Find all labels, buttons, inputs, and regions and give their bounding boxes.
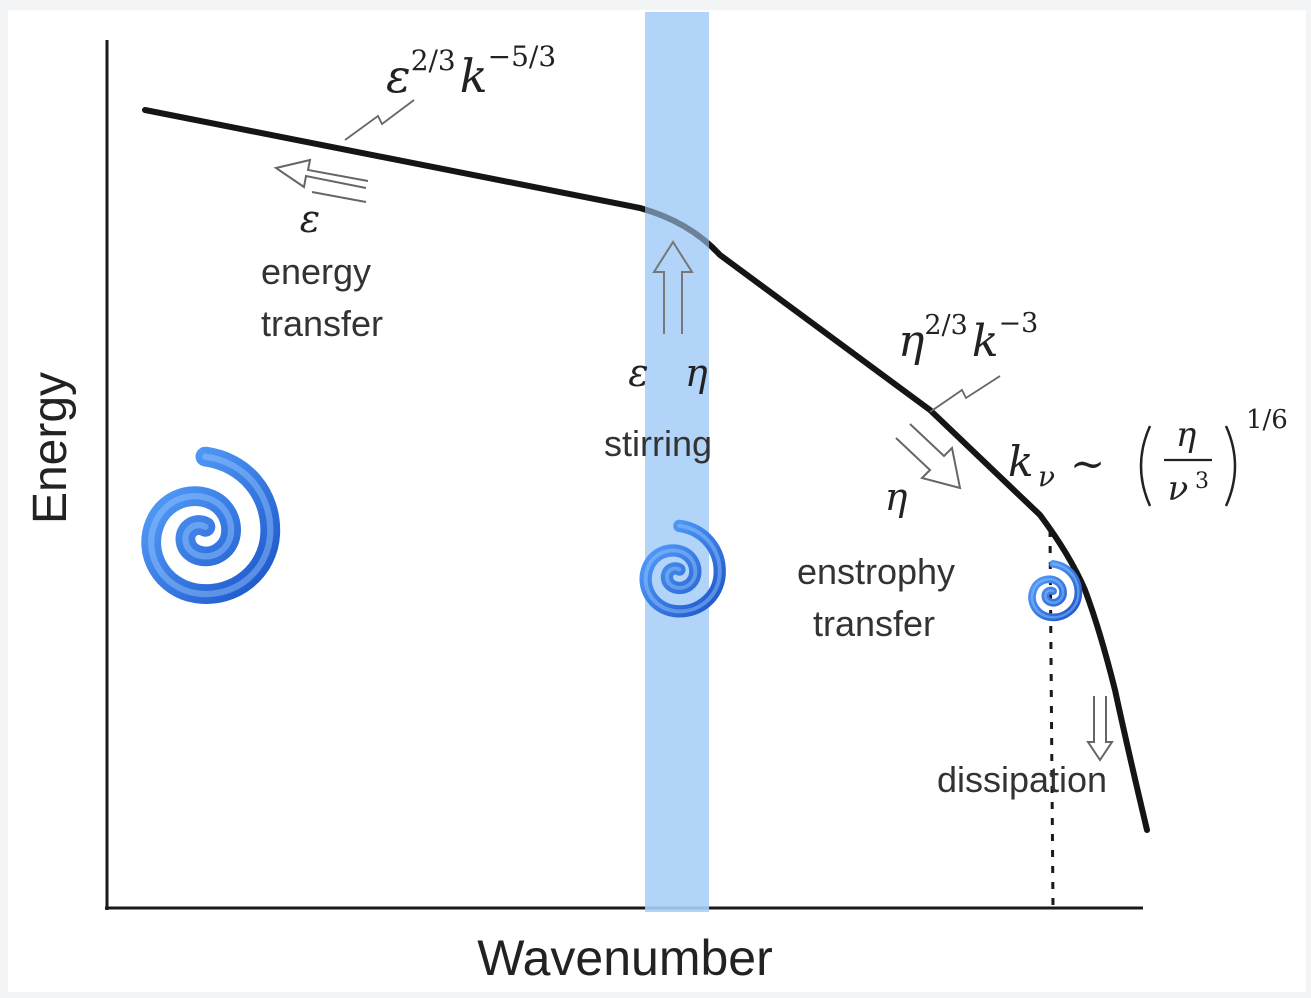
x-axis-label: Wavenumber [477, 930, 772, 986]
enstrophy-spectrum-leader [929, 375, 1001, 413]
svg-text:ν: ν [1038, 460, 1055, 493]
stirring-arrow [652, 240, 694, 334]
energy-spectrum-formula: ε2/3k−5/3 [386, 40, 556, 103]
energy-transfer-arrow [273, 158, 369, 203]
energy-transfer-label-line1: energy [261, 251, 371, 292]
enstrophy-transfer-arrow [895, 423, 962, 490]
energy-flux-symbol: ε [300, 197, 320, 241]
svg-text:∼: ∼ [1070, 439, 1105, 488]
enstrophy-spectrum-formula: η2/3k−3 [898, 308, 1038, 367]
svg-text:k: k [1008, 437, 1033, 486]
stirring-band [645, 12, 709, 912]
enstrophy-transfer-label-line2: transfer [813, 603, 935, 644]
svg-text:ν: ν [1168, 469, 1189, 509]
enstrophy-flux-symbol: η [885, 475, 908, 519]
stirring-symbols: ε η [628, 351, 708, 395]
svg-text:1/6: 1/6 [1246, 405, 1288, 435]
enstrophy-transfer-label-line1: enstrophy [797, 551, 955, 592]
svg-text:η: η [1176, 415, 1197, 455]
energy-spectrum-leader [344, 99, 415, 141]
dissipation-scale-formula: k ν ∼ η ν 3 1/6 [1008, 405, 1288, 509]
y-axis-label: Energy [24, 372, 77, 524]
dissipation-label: dissipation [937, 759, 1107, 800]
curve-through-band [639, 205, 723, 258]
energy-transfer-label-line2: transfer [261, 303, 383, 344]
stirring-label: stirring [604, 423, 712, 464]
svg-text:3: 3 [1195, 469, 1209, 494]
dissipation-arrow [1086, 696, 1114, 762]
